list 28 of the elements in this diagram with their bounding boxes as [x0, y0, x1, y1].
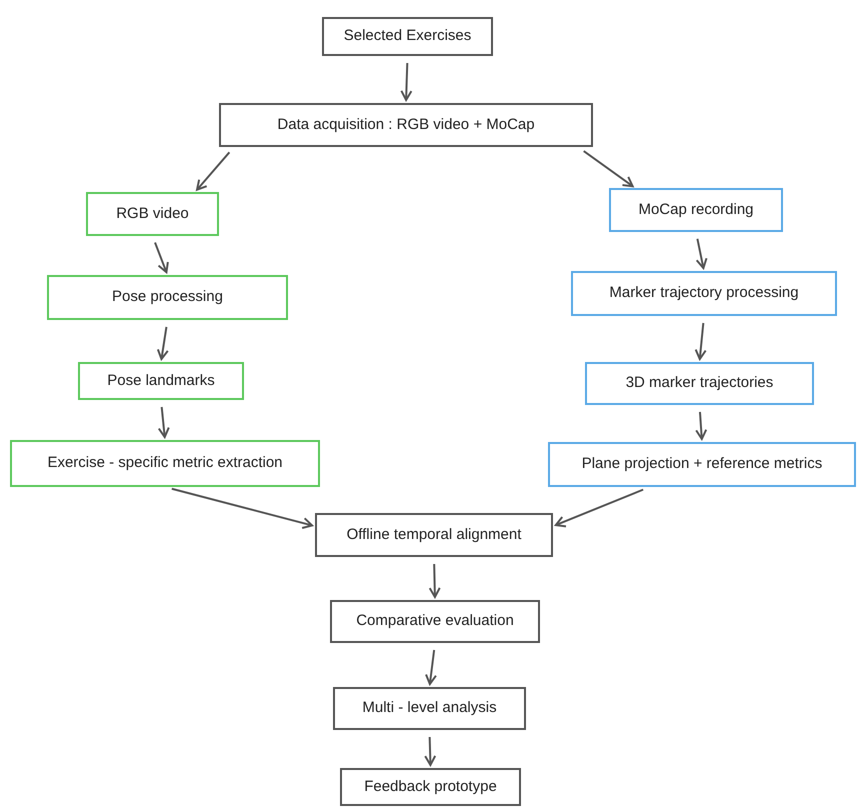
process-box: Selected Exercises	[322, 17, 493, 56]
process-box: Comparative evaluation	[330, 600, 540, 643]
arrow	[695, 412, 708, 440]
arrow	[696, 238, 708, 270]
process-box: Offline temporal alignment	[315, 513, 553, 557]
process-box: Pose landmarks	[78, 362, 244, 400]
arrow	[172, 488, 314, 529]
arrow	[196, 152, 230, 191]
arrow	[154, 242, 169, 274]
process-box: Data acquisition : RGB video + MoCap	[219, 103, 593, 147]
arrow	[425, 650, 437, 686]
process-box: 3D marker trajectories	[585, 362, 814, 405]
process-box: Feedback prototype	[340, 768, 521, 806]
process-box: Exercise - specific metric extraction	[10, 440, 320, 487]
arrow	[158, 406, 170, 438]
arrow	[583, 150, 634, 188]
arrow	[156, 326, 169, 360]
process-box: Marker trajectory processing	[571, 271, 837, 316]
process-box: Multi - level analysis	[333, 687, 526, 730]
arrow	[400, 62, 412, 101]
process-box: RGB video	[86, 192, 219, 236]
arrow	[554, 488, 644, 528]
process-box: Plane projection + reference metrics	[548, 442, 856, 487]
process-box: MoCap recording	[609, 188, 783, 232]
arrow	[428, 564, 441, 598]
process-box: Pose processing	[47, 275, 288, 320]
arrow	[424, 736, 436, 766]
arrow	[694, 322, 707, 360]
